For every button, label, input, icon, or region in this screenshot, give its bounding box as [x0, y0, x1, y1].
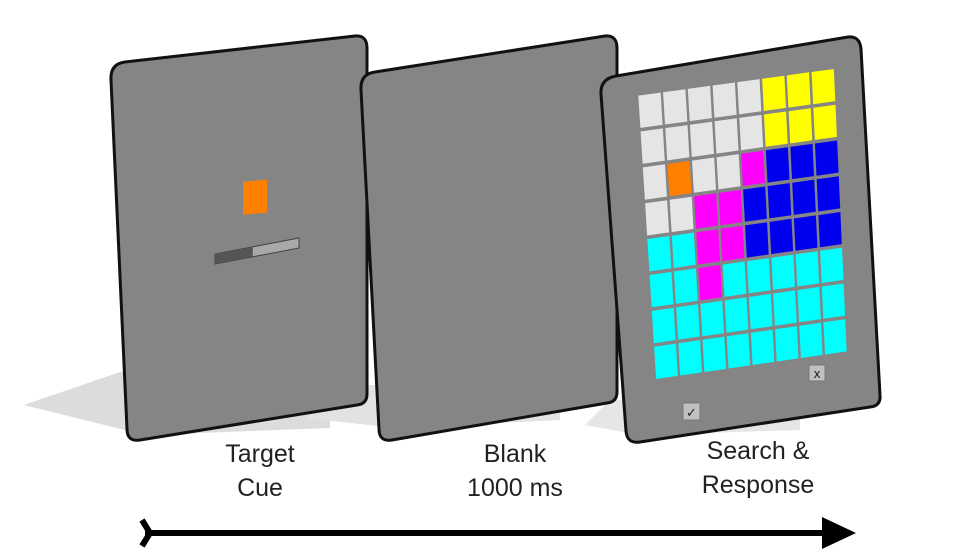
grid-cell[interactable] — [712, 82, 737, 118]
grid-cell[interactable] — [823, 319, 847, 355]
search-grid — [638, 69, 847, 379]
grid-cell[interactable] — [815, 140, 839, 176]
arrow-right-icon — [139, 517, 856, 549]
grid-cell[interactable] — [771, 254, 795, 290]
grid-cell[interactable] — [750, 329, 775, 365]
grid-cell[interactable] — [720, 225, 745, 262]
target-grid-cell[interactable] — [667, 160, 692, 197]
grid-cell[interactable] — [745, 222, 769, 258]
grid-cell[interactable] — [651, 307, 676, 344]
grid-cell[interactable] — [741, 150, 765, 186]
grid-cell[interactable] — [799, 322, 823, 358]
progress-bar-fill — [215, 246, 253, 264]
grid-cell[interactable] — [640, 128, 665, 164]
grid-cell[interactable] — [700, 300, 724, 337]
grid-cell[interactable] — [793, 215, 818, 251]
grid-cell[interactable] — [696, 229, 720, 265]
grid-cell[interactable] — [797, 286, 821, 323]
grid-cell[interactable] — [669, 196, 694, 233]
cue-panel — [109, 34, 369, 442]
grid-cell[interactable] — [795, 251, 820, 287]
grid-cell[interactable] — [724, 297, 749, 333]
grid-cell[interactable] — [671, 232, 696, 268]
caption-line: Target — [225, 440, 295, 468]
check-icon: ✓ — [686, 406, 697, 421]
grid-cell[interactable] — [820, 247, 844, 283]
blank-panel — [359, 34, 619, 442]
grid-cell[interactable] — [714, 118, 739, 154]
grid-cell[interactable] — [663, 89, 688, 125]
grid-cell[interactable] — [788, 108, 813, 144]
grid-cell[interactable] — [638, 92, 663, 128]
caption-line: Response — [701, 471, 815, 499]
grid-cell[interactable] — [642, 164, 667, 200]
grid-cell[interactable] — [747, 258, 771, 294]
grid-cell[interactable] — [816, 176, 841, 212]
reject-button[interactable]: x — [808, 364, 826, 382]
grid-cell[interactable] — [687, 85, 712, 122]
grid-cell[interactable] — [692, 157, 716, 193]
grid-cell[interactable] — [722, 261, 747, 297]
grid-cell[interactable] — [762, 75, 786, 111]
grid-cell[interactable] — [786, 72, 811, 108]
grid-cell[interactable] — [773, 290, 797, 326]
search-panel: ✓ x — [599, 35, 882, 444]
grid-cell[interactable] — [678, 340, 702, 376]
grid-cell[interactable] — [763, 111, 788, 147]
grid-cell[interactable] — [676, 304, 700, 340]
grid-cell[interactable] — [739, 114, 764, 151]
grid-cell[interactable] — [748, 293, 773, 330]
x-icon: x — [813, 367, 820, 381]
grid-cell[interactable] — [790, 143, 814, 180]
caption-target-cue: Target Cue — [200, 437, 320, 505]
grid-cell[interactable] — [765, 147, 790, 183]
grid-cell[interactable] — [743, 186, 767, 222]
grid-cell[interactable] — [665, 125, 690, 161]
accept-button[interactable]: ✓ — [682, 402, 701, 421]
grid-cell[interactable] — [673, 268, 698, 304]
grid-cell[interactable] — [654, 343, 678, 379]
grid-cell[interactable] — [792, 179, 816, 215]
grid-cell[interactable] — [821, 283, 846, 319]
grid-cell[interactable] — [689, 121, 714, 157]
caption-line: Cue — [237, 474, 283, 502]
grid-cell[interactable] — [813, 104, 837, 140]
grid-cell[interactable] — [716, 154, 741, 190]
grid-cell[interactable] — [767, 183, 792, 219]
grid-cell[interactable] — [645, 200, 670, 236]
caption-blank: Blank 1000 ms — [450, 437, 580, 505]
grid-cell[interactable] — [647, 236, 672, 272]
grid-cell[interactable] — [702, 336, 727, 372]
target-cue-square — [243, 179, 267, 215]
grid-cell[interactable] — [726, 333, 751, 369]
grid-cell[interactable] — [694, 193, 718, 229]
grid-cell[interactable] — [769, 218, 794, 255]
grid-cell[interactable] — [649, 271, 674, 308]
grid-cell[interactable] — [718, 189, 743, 226]
grid-cell[interactable] — [775, 326, 799, 362]
grid-cell[interactable] — [737, 79, 762, 115]
grid-cell[interactable] — [818, 212, 842, 248]
caption-line: Search & — [706, 437, 810, 465]
grid-cell[interactable] — [698, 265, 722, 301]
grid-cell[interactable] — [811, 69, 836, 105]
caption-line: 1000 ms — [467, 474, 563, 502]
caption-search-response: Search & Response — [688, 434, 828, 502]
caption-line: Blank — [483, 440, 547, 468]
